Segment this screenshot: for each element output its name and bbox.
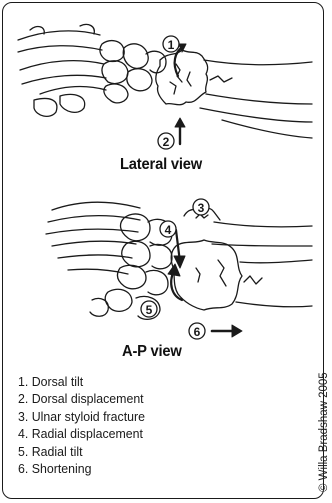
ap-view-drawing bbox=[46, 202, 312, 337]
legend-item: 5. Radial tilt bbox=[18, 443, 145, 460]
ap-view-title: A-P view bbox=[122, 343, 182, 361]
legend-list: 1. Dorsal tilt 2. Dorsal displacement 3.… bbox=[18, 373, 152, 477]
copyright-credit: © Willa Bradshaw 2005 bbox=[318, 372, 330, 492]
legend-item: 1. Dorsal tilt bbox=[18, 373, 145, 390]
legend-item: 4. Radial displacement bbox=[18, 425, 145, 442]
legend-item: 2. Dorsal displacement bbox=[18, 390, 145, 407]
marker-6-label: 6 bbox=[194, 325, 201, 339]
marker-5-label: 5 bbox=[146, 303, 153, 317]
marker-3-label: 3 bbox=[198, 201, 205, 215]
legend-item: 3. Ulnar styloid fracture bbox=[18, 408, 145, 425]
lateral-view-title: Lateral view bbox=[120, 156, 202, 174]
marker-4-label: 4 bbox=[165, 223, 172, 237]
legend-item: 6. Shortening bbox=[18, 460, 145, 477]
marker-2-label: 2 bbox=[163, 135, 170, 149]
marker-1-label: 1 bbox=[168, 38, 175, 52]
